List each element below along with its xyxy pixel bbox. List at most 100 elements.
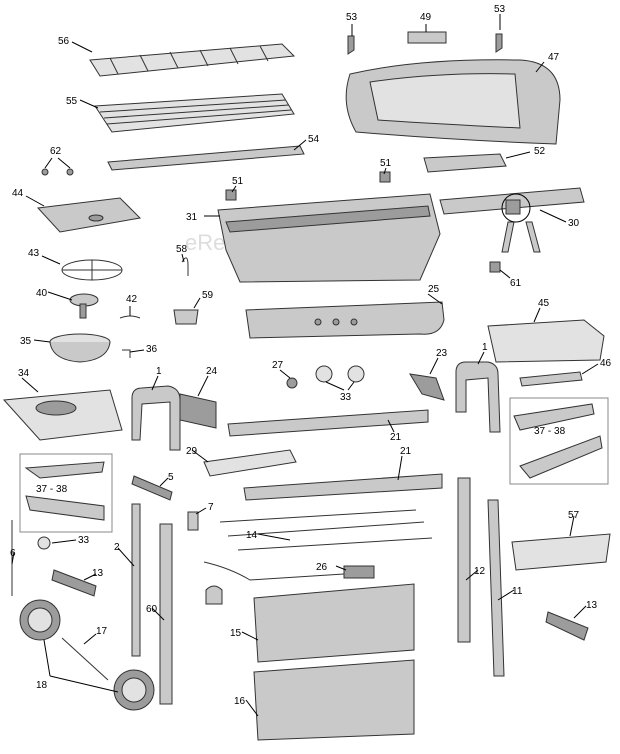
part-57-side-basket[interactable] bbox=[511, 533, 611, 571]
part-21-crossbar-lower[interactable] bbox=[243, 473, 443, 501]
label-33-top: 33 bbox=[340, 392, 352, 403]
part-33-knob-spare[interactable] bbox=[37, 536, 51, 550]
part-25-control-panel[interactable] bbox=[245, 301, 445, 339]
label-12: 12 bbox=[474, 566, 486, 577]
label-40: 40 bbox=[36, 288, 48, 299]
label-26: 26 bbox=[316, 562, 328, 573]
label-21-upper: 21 bbox=[390, 432, 402, 443]
part-53-lid-hinge-left[interactable] bbox=[347, 35, 355, 55]
label-31: 31 bbox=[186, 212, 198, 223]
part-1-leg-frame-right[interactable] bbox=[455, 361, 501, 433]
label-17: 17 bbox=[96, 626, 108, 637]
label-51-left: 51 bbox=[232, 176, 244, 187]
part-46-shelf-trim[interactable] bbox=[519, 371, 583, 387]
label-56: 56 bbox=[58, 36, 70, 47]
part-37-38-brace-right-a[interactable] bbox=[513, 403, 595, 431]
part-37-38-brace-left-b[interactable] bbox=[25, 495, 105, 521]
label-16: 16 bbox=[234, 696, 246, 707]
part-21-crossbar-upper[interactable] bbox=[227, 409, 429, 437]
label-60: 60 bbox=[146, 604, 158, 615]
part-45-side-shelf-right[interactable] bbox=[487, 319, 605, 363]
detail-box-37-38-right bbox=[509, 397, 609, 485]
part-2-leg[interactable] bbox=[131, 503, 141, 657]
part-17-axle[interactable] bbox=[61, 637, 109, 681]
part-31-firebox[interactable] bbox=[217, 193, 441, 283]
label-49: 49 bbox=[420, 12, 432, 23]
part-13-bracket-right[interactable] bbox=[545, 611, 589, 641]
part-29-deflector[interactable] bbox=[203, 449, 297, 477]
detail-box-37-38-left bbox=[19, 453, 113, 533]
label-53-right: 53 bbox=[494, 4, 506, 15]
label-58: 58 bbox=[176, 244, 188, 255]
part-52-lid-handle[interactable] bbox=[423, 153, 507, 173]
part-37-38-brace-right-b[interactable] bbox=[519, 435, 603, 479]
label-42: 42 bbox=[126, 294, 138, 305]
label-35: 35 bbox=[20, 336, 32, 347]
part-59-grease-cup[interactable] bbox=[173, 309, 199, 325]
label-1-left: 1 bbox=[156, 366, 162, 377]
label-51-right: 51 bbox=[380, 158, 392, 169]
label-61: 61 bbox=[510, 278, 522, 289]
part-24-bracket[interactable] bbox=[179, 393, 217, 429]
label-18: 18 bbox=[36, 680, 48, 691]
part-53-lid-hinge-right[interactable] bbox=[495, 33, 503, 53]
part-18-wheel-left[interactable] bbox=[19, 599, 61, 641]
part-30-burner-tubes[interactable] bbox=[439, 187, 585, 253]
label-30: 30 bbox=[568, 218, 580, 229]
part-55-cooking-grate[interactable] bbox=[94, 93, 295, 133]
part-5-bracket[interactable] bbox=[131, 475, 173, 501]
label-27: 27 bbox=[272, 360, 284, 371]
label-59: 59 bbox=[202, 290, 214, 301]
part-16-door-lower[interactable] bbox=[253, 659, 415, 741]
part-56-warming-rack[interactable] bbox=[89, 43, 296, 77]
part-60-leg[interactable] bbox=[159, 523, 173, 705]
part-49-lid-badge[interactable] bbox=[407, 31, 447, 44]
part-35-bowl[interactable] bbox=[49, 333, 111, 363]
part-11-leg[interactable] bbox=[487, 499, 505, 677]
callout-labels: 56 55 54 53 49 53 47 52 62 44 31 51 51 3… bbox=[10, 4, 612, 707]
label-5: 5 bbox=[168, 472, 174, 483]
part-14-bottom-rack[interactable] bbox=[219, 509, 433, 551]
label-15: 15 bbox=[230, 628, 242, 639]
part-33-knob-right[interactable] bbox=[347, 365, 365, 383]
part-47-lid[interactable] bbox=[345, 59, 561, 145]
label-43: 43 bbox=[28, 248, 40, 259]
part-62-screws[interactable] bbox=[41, 168, 74, 176]
part-58-hook[interactable] bbox=[181, 257, 189, 276]
label-24: 24 bbox=[206, 366, 218, 377]
part-18-wheel-right[interactable] bbox=[113, 669, 155, 711]
label-37-38-right: 37 - 38 bbox=[534, 426, 566, 437]
part-13-bracket-left[interactable] bbox=[51, 569, 97, 597]
part-27-ignitor-button[interactable] bbox=[286, 377, 298, 389]
part-44-side-burner-lid[interactable] bbox=[36, 197, 142, 233]
label-37-38-left: 37 - 38 bbox=[36, 484, 68, 495]
label-62: 62 bbox=[50, 146, 62, 157]
label-2: 2 bbox=[114, 542, 120, 553]
part-40-side-burner[interactable] bbox=[69, 293, 99, 319]
part-61-valve[interactable] bbox=[489, 261, 501, 273]
part-15-door-upper[interactable] bbox=[253, 583, 415, 663]
part-51-bracket-left[interactable] bbox=[225, 189, 237, 201]
part-37-38-brace-left-a[interactable] bbox=[24, 461, 105, 479]
part-33-knob-left[interactable] bbox=[315, 365, 333, 383]
part-23-bracket[interactable] bbox=[409, 373, 445, 401]
part-42-wire[interactable] bbox=[119, 315, 141, 319]
part-34-side-shelf-left[interactable] bbox=[2, 389, 123, 441]
label-14: 14 bbox=[246, 530, 258, 541]
part-1-leg-frame-left[interactable] bbox=[131, 385, 181, 451]
part-12-leg[interactable] bbox=[457, 477, 471, 643]
part-43-side-burner-grate[interactable] bbox=[61, 259, 123, 281]
part-51-bracket-right[interactable] bbox=[379, 171, 391, 183]
label-54: 54 bbox=[308, 134, 320, 145]
part-36-igniter[interactable] bbox=[122, 349, 131, 358]
part-30-detail-circle bbox=[501, 193, 531, 223]
label-45: 45 bbox=[538, 298, 550, 309]
label-33-side: 33 bbox=[78, 535, 90, 546]
label-36: 36 bbox=[146, 344, 158, 355]
label-13-right: 13 bbox=[586, 600, 598, 611]
part-54-heat-plate[interactable] bbox=[107, 145, 305, 171]
label-7: 7 bbox=[208, 502, 214, 513]
part-26-gas-valve[interactable] bbox=[203, 561, 375, 605]
part-7-latch[interactable] bbox=[187, 511, 199, 531]
